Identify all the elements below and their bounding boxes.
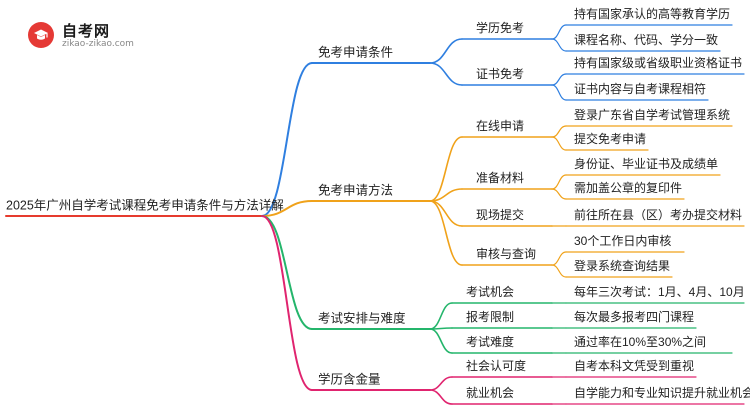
topic-node-label: 审核与查询 xyxy=(476,246,536,261)
edge-branch-topic xyxy=(429,328,453,354)
topic-node-label: 学历免考 xyxy=(476,20,524,35)
mindmap-edges xyxy=(5,24,745,405)
edge-topic-detail xyxy=(551,73,567,86)
edge-topic-detail xyxy=(551,125,567,138)
mindmap-nodes: 2025年广州自学考试课程免考申请条件与方法详解 免考申请条件 学历免考 持有国家承认… xyxy=(6,6,750,400)
detail-node-label: 需加盖公章的复印件 xyxy=(574,180,682,195)
detail-node-label: 提交免考申请 xyxy=(574,131,646,146)
edge-topic-detail xyxy=(551,188,567,200)
detail-node-label: 每年三次考试：1月、4月、10月 xyxy=(574,284,745,299)
edge-root-branch xyxy=(261,215,313,330)
edge-branch-topic xyxy=(429,302,453,330)
site-logo[interactable]: 自考网 zikao-zikao.com xyxy=(28,18,148,52)
edge-topic-detail xyxy=(551,84,567,101)
edge-topic-detail xyxy=(551,136,567,151)
topic-node-label: 现场提交 xyxy=(476,207,524,222)
detail-node-label: 自学能力和专业知识提升就业机会 xyxy=(574,385,750,400)
topic-node-label: 社会认可度 xyxy=(466,358,526,373)
edge-branch-topic xyxy=(429,389,453,405)
topic-node-label: 报考限制 xyxy=(466,309,514,324)
topic-node-label: 准备材料 xyxy=(476,171,524,185)
topic-node-label: 考试机会 xyxy=(466,284,514,299)
edge-branch-topic xyxy=(429,200,463,227)
edge-branch-topic xyxy=(429,62,463,86)
topic-node-label: 证书免考 xyxy=(476,66,524,81)
edge-branch-topic xyxy=(429,200,463,266)
detail-node-label: 每次最多报考四门课程 xyxy=(574,309,694,324)
graduation-cap-icon xyxy=(28,22,54,48)
detail-node-label: 30个工作日内审核 xyxy=(574,233,671,248)
detail-node-label: 持有国家承认的高等教育学历 xyxy=(574,6,730,21)
edge-branch-topic xyxy=(429,376,453,391)
topic-node-label: 考试难度 xyxy=(466,334,514,349)
edge-topic-detail xyxy=(551,251,567,266)
detail-node-label: 身份证、毕业证书及成绩单 xyxy=(574,156,718,171)
edge-branch-topic xyxy=(429,38,463,64)
edge-topic-detail xyxy=(551,38,567,52)
detail-node-label: 课程名称、代码、学分一致 xyxy=(574,32,718,47)
detail-node-label: 前往所在县（区）考办提交材料 xyxy=(574,207,742,222)
detail-node-label: 持有国家级或省级职业资格证书 xyxy=(574,55,742,70)
edge-root-branch xyxy=(261,215,313,391)
logo-title: 自考网 xyxy=(62,23,111,40)
branch-node-label: 免考申请条件 xyxy=(318,44,393,59)
branch-node-label: 免考申请方法 xyxy=(318,182,393,197)
topic-node-label: 就业机会 xyxy=(466,386,514,400)
detail-node-label: 证书内容与自考课程相符 xyxy=(574,81,706,96)
edge-topic-detail xyxy=(551,24,567,40)
topic-node-label: 在线申请 xyxy=(476,119,524,133)
edge-root-branch xyxy=(261,62,313,217)
detail-node-label: 自考本科文凭受到重视 xyxy=(574,358,694,373)
edge-root-branch xyxy=(261,200,313,217)
edge-branch-topic xyxy=(429,136,463,202)
edge-topic-detail xyxy=(551,264,567,278)
detail-node-label: 登录系统查询结果 xyxy=(574,258,670,273)
detail-node-label: 通过率在10%至30%之间 xyxy=(574,334,706,349)
branch-node-label: 学历含金量 xyxy=(318,371,381,386)
edge-topic-detail xyxy=(551,174,567,190)
logo-domain: zikao-zikao.com xyxy=(62,39,134,49)
root-node-label: 2025年广州自学考试课程免考申请条件与方法详解 xyxy=(6,197,284,212)
branch-node-label: 考试安排与难度 xyxy=(318,310,406,325)
detail-node-label: 登录广东省自学考试管理系统 xyxy=(574,107,730,122)
